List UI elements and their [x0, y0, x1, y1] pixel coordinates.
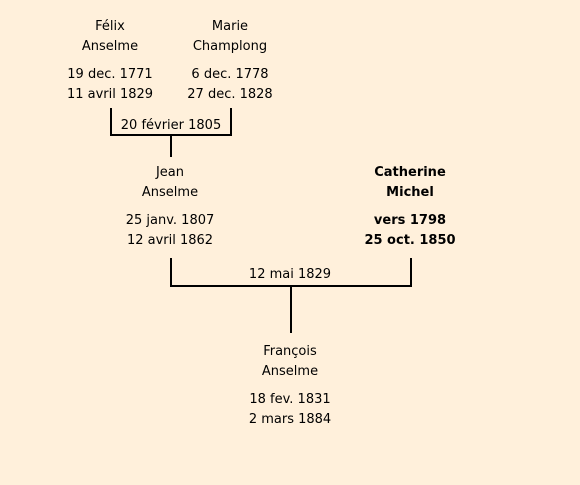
connector-catherine-down [410, 258, 412, 287]
birth-date: 18 fev. 1831 [249, 392, 331, 407]
connector-jean-catherine-bar [170, 285, 412, 287]
birth-date: 25 janv. 1807 [125, 213, 215, 228]
connector-jean-down [170, 258, 172, 287]
last-name: Champlong [192, 39, 268, 54]
person-marie-champlong: Marie Champlong 6 dec. 1778 27 dec. 1828 [165, 17, 295, 105]
connector-felix-marie-bar [110, 134, 232, 136]
death-date: 27 dec. 1828 [187, 87, 273, 102]
last-name: Anselme [261, 364, 319, 379]
last-name: Michel [386, 185, 434, 200]
birth-date: 19 dec. 1771 [67, 67, 153, 82]
first-name: Marie [211, 19, 249, 34]
last-name: Anselme [141, 185, 199, 200]
connector-to-jean [170, 136, 172, 157]
birth-date: vers 1798 [373, 213, 447, 228]
person-francois-anselme: François Anselme 18 fev. 1831 2 mars 188… [225, 342, 355, 430]
connector-to-francois [290, 287, 292, 333]
marriage-date-jean-catherine: 12 mai 1829 [248, 267, 332, 282]
connector-felix-down [110, 108, 112, 136]
death-date: 25 oct. 1850 [364, 233, 456, 248]
death-date: 11 avril 1829 [66, 87, 154, 102]
first-name: François [263, 344, 317, 359]
death-date: 2 mars 1884 [248, 412, 332, 427]
person-catherine-michel: Catherine Michel vers 1798 25 oct. 1850 [345, 163, 475, 251]
first-name: Jean [155, 165, 185, 180]
birth-date: 6 dec. 1778 [191, 67, 269, 82]
person-jean-anselme: Jean Anselme 25 janv. 1807 12 avril 1862 [105, 163, 235, 251]
marriage-date-felix-marie: 20 février 1805 [120, 118, 222, 133]
first-name: Félix [95, 19, 125, 34]
person-felix-anselme: Félix Anselme 19 dec. 1771 11 avril 1829 [45, 17, 175, 105]
death-date: 12 avril 1862 [126, 233, 214, 248]
first-name: Catherine [374, 165, 446, 180]
last-name: Anselme [81, 39, 139, 54]
connector-marie-down [230, 108, 232, 136]
